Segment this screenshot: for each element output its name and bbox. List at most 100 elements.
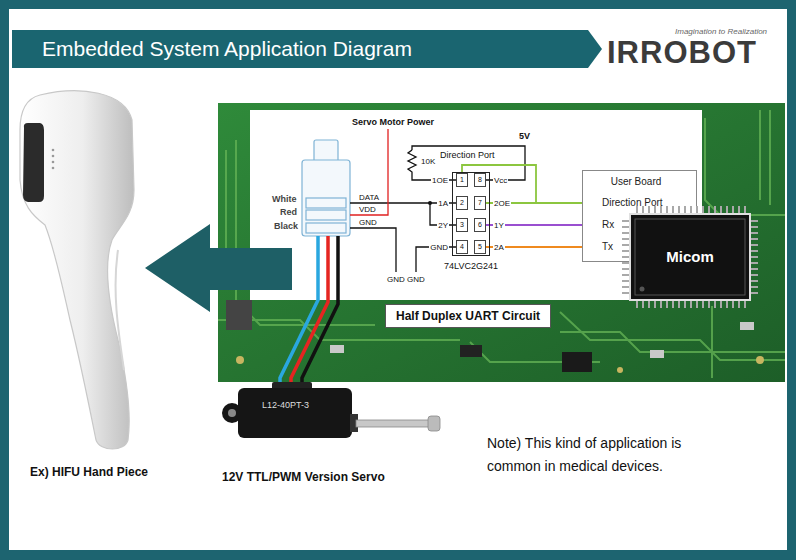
micom-chip: Micom — [630, 214, 750, 300]
regulator — [226, 300, 252, 330]
pin1-mark — [640, 287, 645, 292]
pin-number: 8 — [475, 174, 485, 186]
ic-chip: 74LVC2G24118273645 — [452, 172, 490, 256]
servo-rod-end — [428, 416, 440, 431]
micom-body — [630, 214, 750, 300]
logo-text: IRROBOT — [607, 37, 757, 68]
connector-slot — [306, 198, 346, 208]
pcb-parts — [226, 300, 764, 373]
pcb-trace — [711, 306, 713, 378]
supply-wire — [412, 146, 525, 180]
pin-number: 5 — [475, 241, 485, 253]
port-label: Direction Port — [440, 150, 495, 160]
micom-outline — [635, 219, 745, 295]
pin-name: GND — [429, 243, 449, 252]
connector-body — [302, 160, 350, 236]
hand-piece-body — [20, 91, 134, 449]
circuit-caption: Half Duplex UART Circuit — [396, 309, 540, 323]
linear-servo — [222, 382, 440, 438]
pin-number: 7 — [475, 197, 485, 209]
pcb-trace — [560, 312, 785, 360]
pin-box: 1 — [456, 173, 468, 187]
servo-cable — [280, 236, 338, 388]
smd-part — [460, 345, 482, 357]
pin-row — [636, 300, 746, 308]
hifu-hand-piece — [20, 91, 134, 449]
note-text: Note) This kind of application is common… — [487, 432, 732, 478]
pin-row — [750, 220, 758, 296]
title-text: Embedded System Application Diagram — [42, 37, 412, 61]
pin-box: 7 — [474, 196, 486, 210]
wire-color: White — [272, 194, 297, 204]
pcb-trace — [705, 118, 785, 215]
figure-caption: Ex) HIFU Hand Piece — [30, 465, 148, 479]
pin-box: 5 — [474, 240, 486, 254]
figure-caption: 12V TTL/PWM Version Servo — [222, 470, 385, 484]
big-arrow — [145, 224, 292, 312]
smd-part — [650, 350, 664, 358]
port-name: Rx — [602, 220, 614, 230]
cable-black — [302, 236, 338, 388]
power-label: Servo Motor Power — [352, 117, 434, 127]
servo-rod — [356, 420, 432, 427]
signal-name: VDD — [358, 205, 377, 214]
pcb-traces — [218, 110, 785, 378]
power-wire — [350, 129, 388, 215]
hand-piece-shade — [116, 250, 124, 370]
page-ground — [9, 9, 787, 550]
pcb-trace — [560, 332, 785, 352]
connector-slot — [306, 223, 346, 233]
pin-name: 1A — [437, 199, 449, 208]
pin-name: Vcc — [493, 176, 508, 185]
servo-ear-hole — [228, 409, 236, 417]
pin-box: 4 — [456, 240, 468, 254]
pcb-pad — [236, 356, 244, 364]
chip-label: Micom — [666, 248, 714, 266]
pin-box: 3 — [456, 218, 468, 232]
title-banner — [12, 30, 602, 68]
pcb-trace — [760, 110, 770, 205]
pin-number: 2 — [457, 197, 467, 209]
port-name: Direction Port — [602, 198, 663, 208]
indicator-dot — [52, 149, 55, 152]
board-title: User Board — [583, 176, 689, 188]
caption-box: Half Duplex UART Circuit — [385, 304, 551, 328]
smd-part — [562, 352, 592, 372]
pin-box: 2 — [456, 196, 468, 210]
pin-number: 6 — [475, 219, 485, 231]
servo-body — [238, 388, 352, 438]
schematic-wires — [350, 129, 525, 272]
pin-name: 1OE — [431, 176, 449, 185]
hand-piece-window — [23, 123, 44, 202]
connector-slot — [306, 210, 346, 220]
micom-pins — [626, 210, 754, 304]
pin-name: 2Y — [437, 221, 449, 230]
pin-number: 1 — [457, 174, 467, 186]
servo-model: L12-40PT-3 — [262, 400, 309, 410]
pin-box: 6 — [474, 218, 486, 232]
pin-number: 4 — [457, 241, 467, 253]
indicator-dot — [52, 155, 55, 158]
smd-part — [740, 322, 754, 330]
pcb-pad — [756, 356, 764, 364]
voltage-label: 5V — [519, 131, 530, 141]
pcb-photo — [218, 103, 785, 382]
pcb-pad — [617, 367, 623, 373]
chip-part-number: 74LVC2G241 — [440, 261, 502, 271]
wire-color: Red — [280, 207, 297, 217]
smd-part — [330, 345, 344, 353]
pin-box: 8 — [474, 173, 486, 187]
indicator-dot — [52, 161, 55, 164]
resistor-value: 10K — [421, 157, 435, 166]
connector-housing — [314, 140, 338, 162]
servo-connector — [302, 140, 350, 236]
ground-wire — [350, 228, 396, 272]
junction-dot — [428, 201, 432, 205]
signal-name: GND — [358, 218, 378, 227]
logo-tagline: Imagination to Realization — [675, 27, 767, 36]
port-name: Tx — [602, 242, 613, 252]
